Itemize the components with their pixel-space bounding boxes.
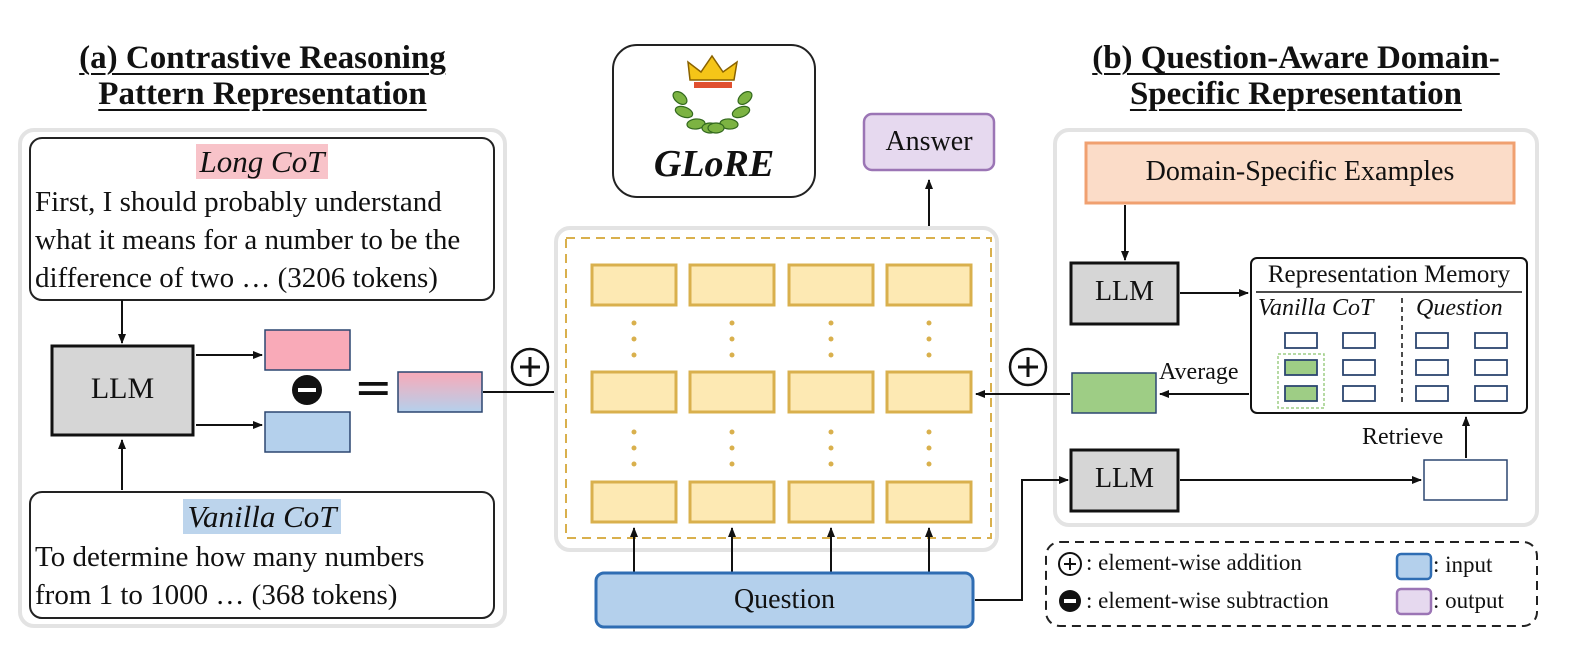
legend-sub-label: : element-wise subtraction [1086,588,1329,613]
arrow-question-llm [975,476,1069,601]
grid-cell [590,263,678,307]
question-box [594,571,975,629]
vanilla-cot-label: Vanilla CoT [183,499,341,534]
long-cot-box [29,137,495,301]
legend-minus-bar [1064,599,1076,603]
memory-box [1250,257,1528,414]
retrieve-label: Retrieve [1362,424,1444,450]
long-cot-rep [264,329,351,371]
vanilla-cot-rep [264,411,351,453]
long-cot-line: what it means for a number to be the [35,224,461,256]
grid-cell [787,480,875,524]
grid-cell [590,480,678,524]
logo-text: GLoRE [653,143,775,185]
grid-cell [885,263,973,307]
llm-label-b-top: LLM [1094,276,1155,307]
minus-bar [298,388,316,392]
grid-cell [885,370,973,414]
memory-col-vanilla: Vanilla CoT [1258,295,1374,321]
legend-input-label: : input [1433,552,1493,577]
long-cot-label: Long CoT [195,144,329,179]
vanilla-cot-line: To determine how many numbers [35,541,425,573]
long-cot-line: First, I should probably understand [35,186,442,218]
llm-box-a [50,344,195,437]
average-label: Average [1159,359,1239,385]
query-rep [1423,459,1508,501]
grid-cell [885,480,973,524]
crown-icon [687,54,739,81]
equals-sign: = [354,360,393,414]
vanilla-cot-text: To determine how many numbers from 1 to … [35,538,424,614]
answer-label: Answer [885,126,973,157]
grid-cell [688,480,776,524]
section-b-title-line1: (b) Question-Aware Domain- [1092,40,1500,76]
memory-selected-group [1277,353,1325,409]
legend-input-swatch [1395,552,1433,581]
grid-cell [787,263,875,307]
grid-cell [688,263,776,307]
legend-add-label: : element-wise addition [1086,550,1302,575]
section-a-title-line2: Pattern Representation [98,76,427,112]
question-label: Question [733,584,836,615]
contrastive-rep [397,371,483,413]
llm-label-b-bottom: LLM [1094,463,1155,494]
long-cot-line: difference of two … (3206 tokens) [35,262,438,294]
representation-grid [590,263,973,524]
section-b-title: (b) Question-Aware Domain- Specific Repr… [1040,40,1552,112]
question-arrows [630,527,933,572]
legend-output-label: : output [1433,588,1504,613]
legend-output-swatch [1395,587,1433,616]
llm-box-b-bottom [1069,448,1180,513]
memory-slots [1284,332,1508,402]
answer-box [862,112,996,172]
memory-title: Representation Memory [1267,261,1511,288]
examples-box [1084,141,1516,205]
memory-selected-slots [1284,359,1318,402]
crown-band [694,82,732,88]
llm-label-a: LLM [90,372,155,405]
section-a-title: (a) Contrastive Reasoning Pattern Repres… [20,40,505,112]
grid-cell [688,370,776,414]
grid-cell [787,370,875,414]
grid-panel [554,226,999,552]
vanilla-cot-label-wrap: Vanilla CoT [0,498,524,536]
vanilla-cot-box [29,491,495,619]
memory-col-question: Question [1416,295,1503,321]
grid-cell [590,370,678,414]
section-a-title-line1: (a) Contrastive Reasoning [79,40,446,76]
logo-box [612,44,816,198]
llm-box-b-top [1069,261,1180,326]
laurel-icon [672,90,753,134]
examples-label: Domain-Specific Examples [1145,156,1455,187]
vanilla-cot-line: from 1 to 1000 … (368 tokens) [35,579,398,611]
section-b-title-line2: Specific Representation [1129,76,1463,112]
domain-rep [1071,372,1157,414]
grid-dashed [565,237,992,539]
grid-dots [631,320,932,467]
long-cot-label-wrap: Long CoT [0,143,524,181]
long-cot-text: First, I should probably understand what… [35,183,460,297]
